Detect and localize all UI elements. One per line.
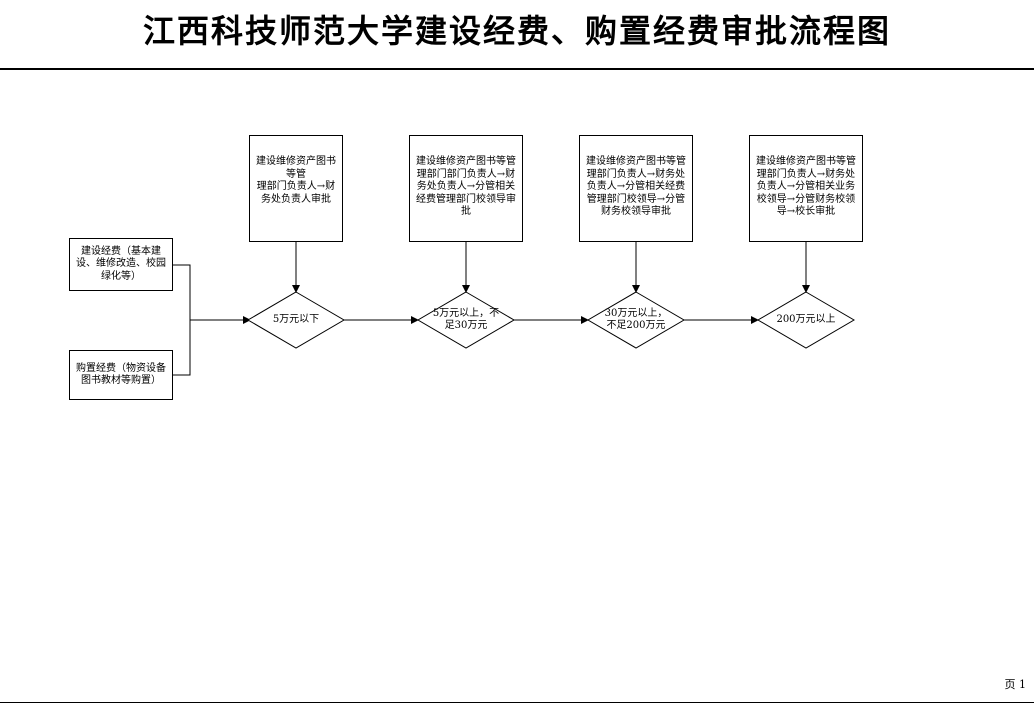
approval-label-2: 建设维修资产图书等管理部门部门负责人→财务处负责人→分管相关经费管理部门校领导审… bbox=[416, 156, 516, 217]
source-label-construction: 建设经费（基本建设、维修改造、校园绿化等） bbox=[76, 245, 166, 282]
decision-diamond-3 bbox=[587, 291, 685, 349]
threshold-label-2: 5万元以上，不 足30万元 bbox=[432, 308, 500, 331]
approval-label-4: 建设维修资产图书等管理部门负责人→财务处负责人→分管相关业务校领导→分管财务校领… bbox=[756, 156, 856, 217]
connector-source-bracket bbox=[173, 264, 191, 376]
approval-box-4: 建设维修资产图书等管理部门负责人→财务处负责人→分管相关业务校领导→分管财务校领… bbox=[749, 135, 863, 242]
source-box-construction: 建设经费（基本建设、维修改造、校园绿化等） bbox=[69, 238, 173, 291]
title-divider bbox=[0, 68, 1034, 70]
approval-label-1: 建设维修资产图书 等管 理部门负责人→财 务处负责人审批 bbox=[256, 156, 336, 205]
page-number: 页 1 bbox=[1004, 678, 1027, 691]
approval-box-1: 建设维修资产图书 等管 理部门负责人→财 务处负责人审批 bbox=[249, 135, 343, 242]
approval-label-3: 建设维修资产图书等管理部门负责人→财务处负责人→分管相关经费管理部门校领导→分管… bbox=[586, 156, 686, 217]
footer-divider bbox=[0, 702, 1034, 703]
source-box-purchase: 购置经费（物资设备图书教材等购置） bbox=[69, 350, 173, 400]
threshold-label-1: 5万元以下 bbox=[272, 314, 320, 325]
threshold-label-3: 30万元以上， 不足200万元 bbox=[604, 308, 668, 331]
source-label-purchase: 购置经费（物资设备图书教材等购置） bbox=[76, 362, 166, 387]
page-title: 江西科技师范大学建设经费、购置经费审批流程图 bbox=[142, 12, 891, 50]
decision-diamond-4 bbox=[757, 291, 855, 349]
decision-diamond-2 bbox=[417, 291, 515, 349]
decision-diamond-1 bbox=[247, 291, 345, 349]
approval-box-2: 建设维修资产图书等管理部门部门负责人→财务处负责人→分管相关经费管理部门校领导审… bbox=[409, 135, 523, 242]
threshold-label-4: 200万元以上 bbox=[776, 314, 836, 325]
approval-box-3: 建设维修资产图书等管理部门负责人→财务处负责人→分管相关经费管理部门校领导→分管… bbox=[579, 135, 693, 242]
